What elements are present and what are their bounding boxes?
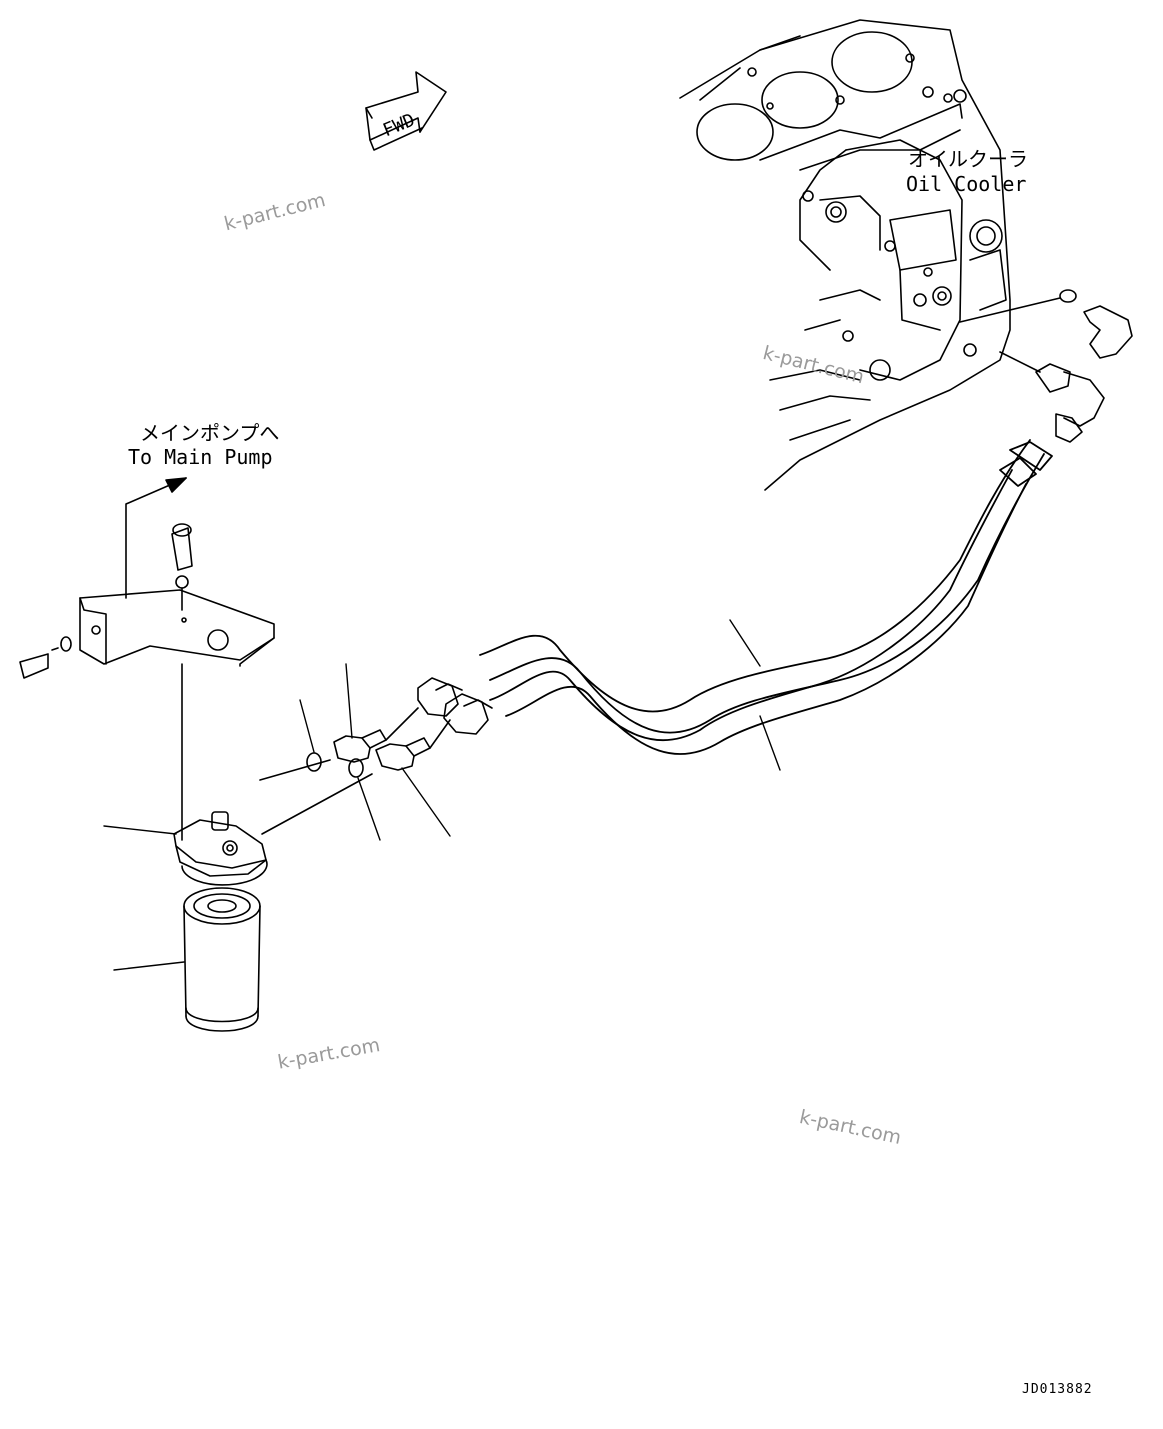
hose-end-fittings [417, 677, 493, 735]
main-pump-label-jp: メインポンプへ [140, 421, 280, 445]
washer-top [175, 575, 189, 589]
drawing-code: JD013882 [1022, 1382, 1093, 1397]
main-pump-label-en: To Main Pump [128, 445, 273, 469]
oil-filter-cartridge [183, 887, 261, 1032]
leader-filter [113, 961, 185, 971]
cooler-fittings [959, 289, 1133, 443]
leader-hose-lower [759, 715, 781, 771]
o-ring-cooler [1059, 289, 1077, 303]
oil-cooler-label-jp: オイルクーラ [908, 147, 1028, 171]
leader-filter-head [103, 825, 177, 835]
washer-side [60, 636, 72, 652]
filter-head [173, 663, 373, 886]
leader-adapter-right [401, 767, 451, 837]
leader-lines [103, 619, 781, 971]
engine-block [679, 19, 1011, 491]
elbow-fitting-upper [1083, 305, 1133, 359]
oil-hose-pair [479, 439, 1053, 755]
leader-adapter-left [345, 663, 353, 739]
fwd-arrow: FWD [365, 71, 447, 151]
bolt-side [19, 653, 49, 679]
main-pump-leader [125, 477, 187, 599]
fwd-label: FWD [380, 110, 418, 142]
o-ring-left [306, 752, 322, 772]
mounting-bracket [19, 523, 275, 679]
main-pump-arrowhead [165, 477, 187, 493]
adapter-right [375, 743, 415, 771]
adapter-left [333, 735, 371, 763]
leader-hose-upper [729, 619, 761, 667]
leader-o-ring-right [357, 777, 381, 841]
bolt-top [171, 527, 193, 571]
adapter-fittings [333, 707, 451, 771]
leader-o-ring-left [299, 699, 315, 753]
oil-cooler-label-en: Oil Cooler [906, 172, 1027, 196]
o-ring-right [348, 758, 364, 778]
